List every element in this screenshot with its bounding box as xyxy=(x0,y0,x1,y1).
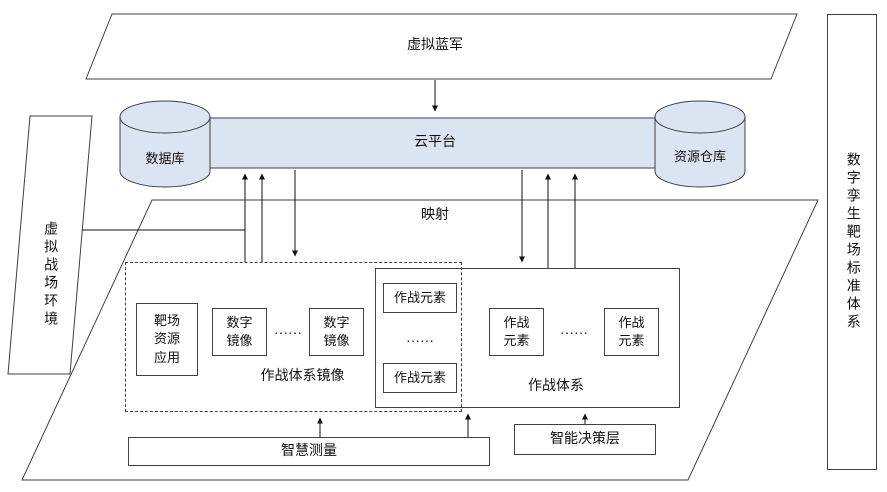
top-banner-parallelogram xyxy=(85,13,798,80)
ellipsis-combat: …… xyxy=(560,322,588,338)
decision-layer-box: 智能决策层 xyxy=(514,424,656,455)
range-resource-app-box: 靶场资源应用 xyxy=(136,303,198,376)
main-mapping-parallelogram xyxy=(21,199,819,481)
mirror-system-dashed-box xyxy=(125,262,462,412)
ellipsis-mirror: …… xyxy=(274,322,302,338)
virtual-battlefield-label: 虚拟战场环境 xyxy=(42,221,58,329)
digital-mirror-box-2: 数字镜像 xyxy=(309,308,364,356)
mapping-label: 映射 xyxy=(421,207,449,223)
combat-system-box xyxy=(375,268,680,408)
left-panel-parallelogram xyxy=(7,115,93,375)
combat-element-label-2: 作战元素 xyxy=(618,314,645,348)
combat-element-box-2: 作战元素 xyxy=(604,308,659,356)
database-cylinder-body xyxy=(119,117,211,188)
mirror-system-label: 作战体系镜像 xyxy=(260,368,345,384)
database-label: 数据库 xyxy=(145,150,185,166)
resource-repo-cylinder-body xyxy=(654,117,746,188)
database-cylinder-top xyxy=(119,100,211,134)
digital-mirror-label-2: 数字镜像 xyxy=(323,314,350,348)
combat-element-label-1: 作战元素 xyxy=(503,314,530,348)
cloud-platform-label: 云平台 xyxy=(414,134,456,150)
standard-system-panel: 数字孪生靶场标准体系 xyxy=(827,14,877,470)
range-resource-app-label: 靶场资源应用 xyxy=(153,313,180,365)
resource-repo-label: 资源仓库 xyxy=(673,148,726,164)
combat-element-box-1: 作战元素 xyxy=(489,308,544,356)
shared-element-top-box: 作战元素 xyxy=(383,283,457,313)
resource-repo-cylinder-top xyxy=(654,100,746,134)
standard-system-label: 数字孪生靶场标准体系 xyxy=(844,152,860,332)
ellipsis-shared: …… xyxy=(406,330,434,346)
digital-mirror-box-1: 数字镜像 xyxy=(212,308,267,356)
shared-element-bottom-box: 作战元素 xyxy=(383,363,457,393)
top-banner-label: 虚拟蓝军 xyxy=(407,37,463,53)
combat-system-label: 作战体系 xyxy=(528,378,584,394)
digital-mirror-label-1: 数字镜像 xyxy=(226,314,253,348)
smart-measurement-box: 智慧测量 xyxy=(128,437,490,466)
